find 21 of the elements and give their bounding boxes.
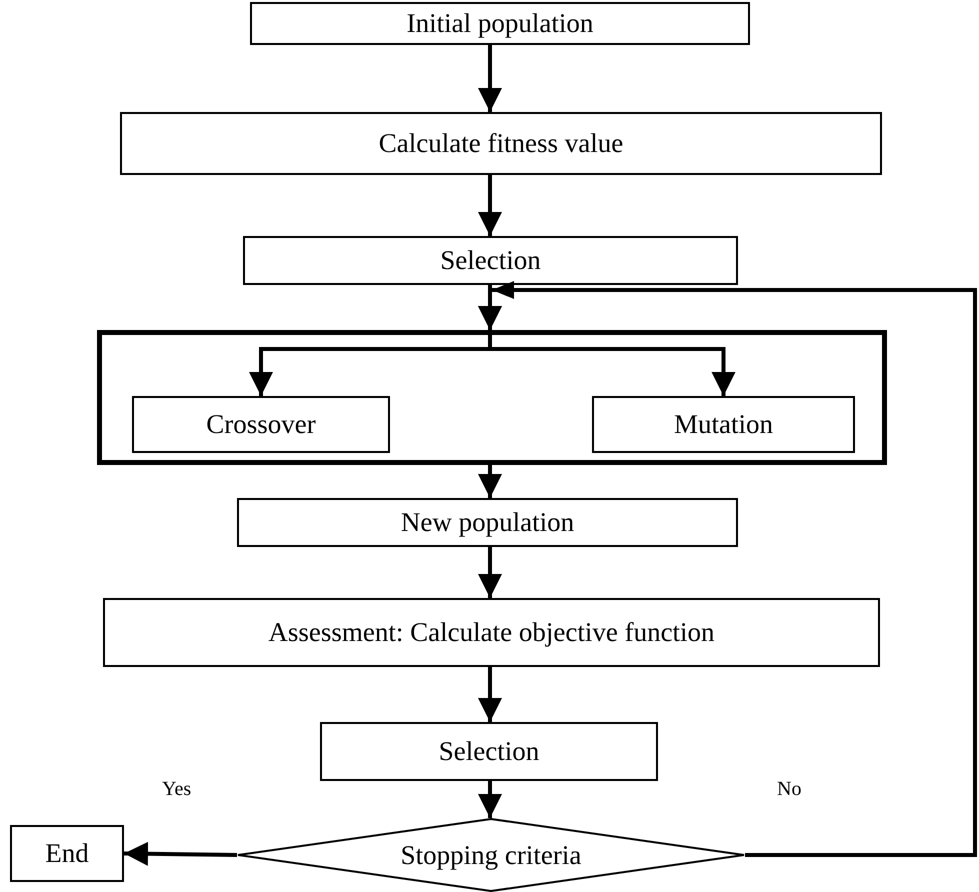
node-text: Initial population [406,8,594,39]
node-text: Selection [438,736,540,767]
process-box [320,722,658,781]
process-box [243,236,738,285]
process-box [120,112,882,175]
node-text: Assessment: Calculate objective function [268,617,715,648]
process-box [250,2,750,45]
process-box [237,498,738,547]
node-text: Mutation [674,409,773,440]
process-box [132,396,390,453]
node-text: New population [400,507,574,538]
process-box [103,598,880,667]
node-text: Selection [440,245,541,276]
node-text: Crossover [206,409,316,440]
group-box [97,330,887,465]
decision-diamond [237,818,745,892]
node-text: Stopping criteria [400,840,582,870]
node-text: Calculate fitness value [378,128,624,159]
process-box [10,825,124,882]
node-text: End [45,838,89,869]
process-box [592,396,855,453]
